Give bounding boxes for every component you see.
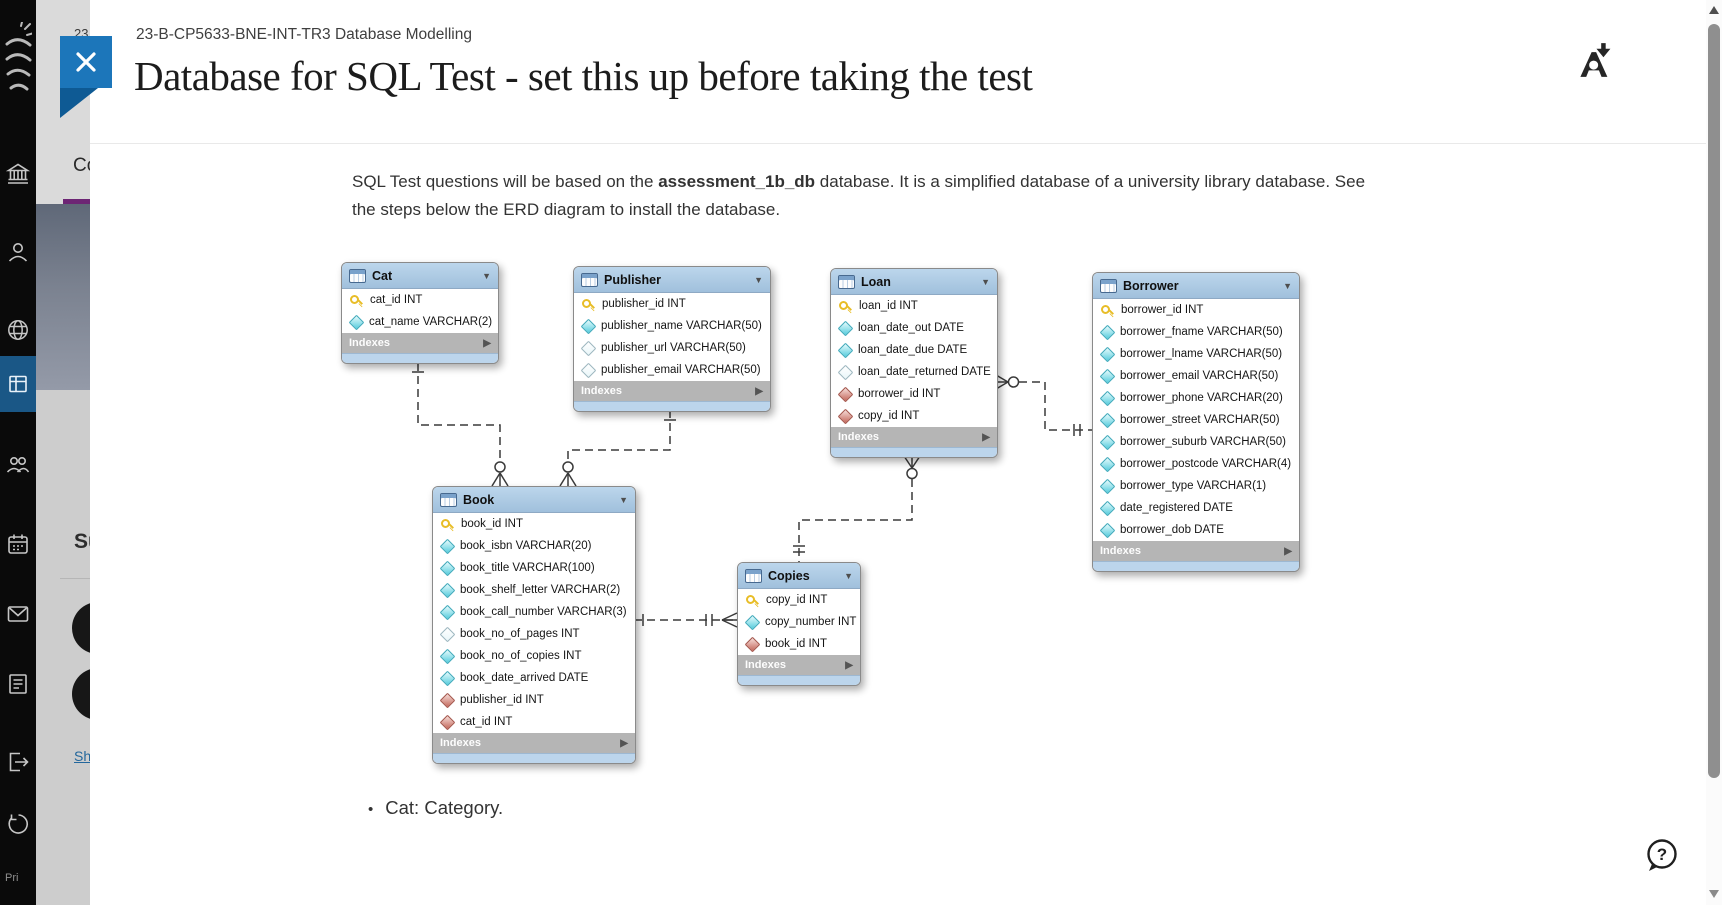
underlying-page: 23 Co Su Sh xyxy=(36,0,90,905)
course-banner-image xyxy=(36,204,90,390)
privacy-link-partial[interactable]: Pri xyxy=(5,872,19,884)
messages-icon[interactable] xyxy=(0,602,36,626)
scroll-up-arrow[interactable] xyxy=(1709,6,1719,14)
institution-icon[interactable] xyxy=(0,162,36,186)
groups-icon[interactable] xyxy=(0,452,36,476)
sign-out-icon[interactable] xyxy=(0,750,36,774)
list-item-cat: • Cat: Category. xyxy=(368,797,503,819)
help-button[interactable]: ? xyxy=(1642,836,1682,876)
avatar xyxy=(72,668,90,720)
tab-content-partial[interactable]: Co xyxy=(73,155,90,176)
globe-icon[interactable] xyxy=(0,318,36,342)
active-tab-underline xyxy=(63,199,90,204)
bullet-text: Cat: Category. xyxy=(385,797,504,818)
ally-alternative-formats-button[interactable] xyxy=(1578,42,1612,78)
scrollbar-thumb[interactable] xyxy=(1708,24,1720,778)
page-title: Database for SQL Test - set this up befo… xyxy=(134,53,1033,99)
activity-history-icon[interactable] xyxy=(0,812,36,836)
avatar xyxy=(72,602,90,654)
database-name-bold: assessment_1b_db xyxy=(658,172,816,191)
paragraph-text: SQL Test questions will be based on the xyxy=(352,172,659,191)
calendar-icon[interactable] xyxy=(0,532,36,556)
profile-icon[interactable] xyxy=(0,240,36,264)
breadcrumb-course-code: 23-B-CP5633-BNE-INT-TR3 Database Modelli… xyxy=(136,26,472,43)
section-divider xyxy=(60,578,90,579)
close-button-ribbon-tail xyxy=(60,88,98,118)
close-panel-button[interactable] xyxy=(60,36,112,88)
grades-icon[interactable] xyxy=(0,672,36,696)
vertical-scrollbar[interactable] xyxy=(1706,0,1722,905)
question-mark-glyph: ? xyxy=(1657,845,1667,864)
body-paragraph: SQL Test questions will be based on the … xyxy=(352,168,1367,223)
show-more-link-partial[interactable]: Sh xyxy=(74,748,90,764)
paragraph-text: database. It is a simplified database of… xyxy=(352,172,1366,219)
content-panel: 23-B-CP5633-BNE-INT-TR3 Database Modelli… xyxy=(90,0,1706,905)
global-nav-sidebar: Pri xyxy=(0,0,36,905)
bullet-marker: • xyxy=(368,801,374,818)
sidebar-item-courses-active[interactable] xyxy=(0,356,36,412)
scroll-down-arrow[interactable] xyxy=(1709,890,1719,898)
close-icon xyxy=(76,52,96,72)
university-logo[interactable] xyxy=(0,22,36,114)
section-heading-partial: Su xyxy=(74,530,90,553)
header-divider xyxy=(90,143,1706,144)
